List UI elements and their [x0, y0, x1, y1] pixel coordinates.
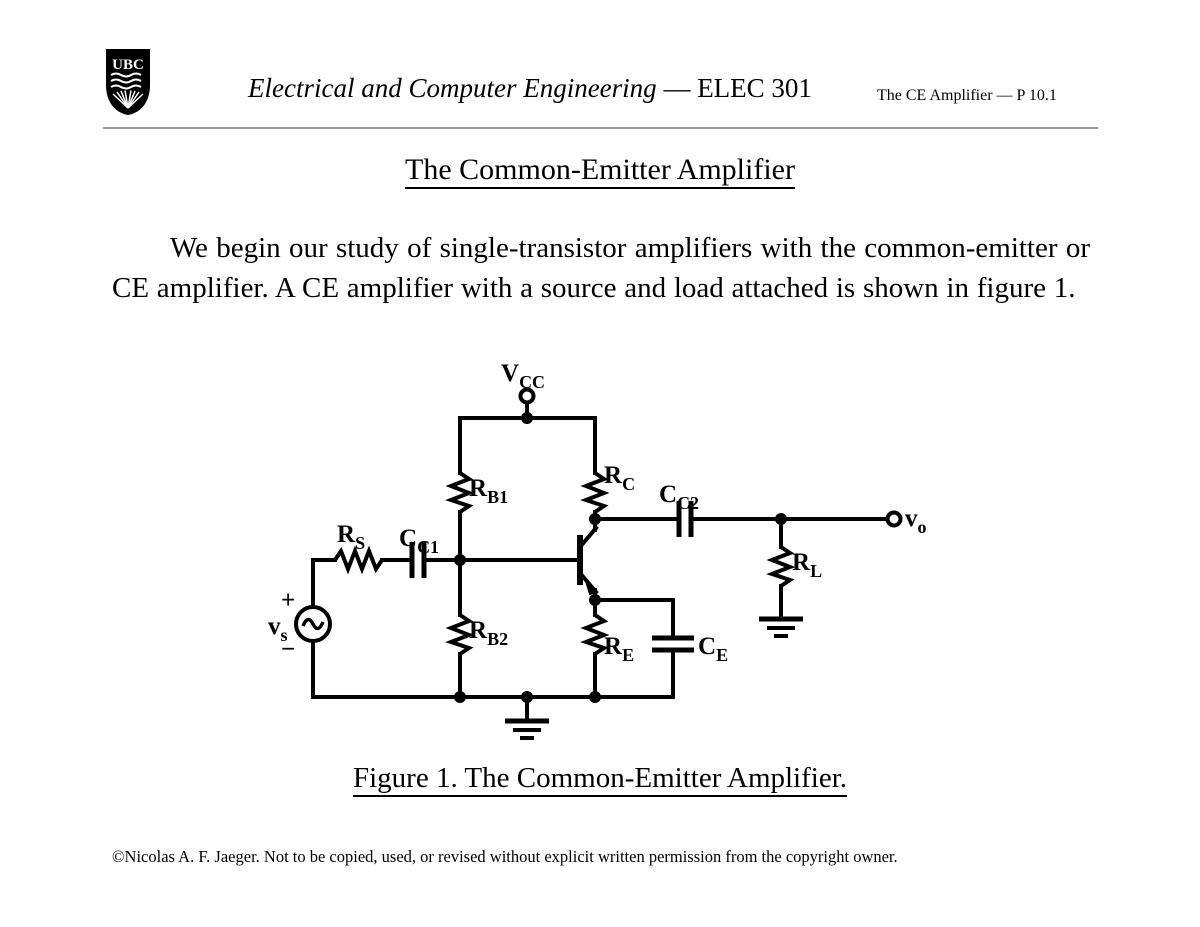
header-course-code: — ELEC 301 [663, 73, 812, 103]
node-emitter [589, 594, 601, 606]
resistor-rs-symbol [333, 545, 384, 575]
node-base [454, 554, 466, 566]
label-cc2: CC2 [659, 481, 699, 513]
node-collector [589, 513, 601, 525]
common-emitter-amplifier-schematic: VCC RB1 RB2 RC RE RL RS CC1 CC2 CE vs + … [268, 360, 927, 740]
resistor-rb1-symbol [445, 471, 475, 514]
label-vs: vs [268, 613, 288, 645]
label-rb1: RB1 [469, 475, 508, 507]
transistor-emitter-arrow [585, 580, 598, 596]
node-bottom-re [589, 691, 601, 703]
label-vcc: VCC [501, 360, 545, 392]
body-paragraph: We begin our study of single-transistor … [112, 232, 1090, 304]
page-title: The Common-Emitter Amplifier [0, 153, 1200, 189]
circuit-nodes [454, 412, 787, 703]
resistor-rl-symbol [766, 545, 796, 588]
figure-caption-text: Figure 1. The Common-Emitter Amplifier. [352, 762, 848, 797]
ac-voltage-source-symbol [294, 605, 332, 643]
label-rl: RL [792, 549, 822, 581]
label-re: RE [604, 633, 634, 665]
label-vo: vo [905, 505, 927, 537]
node-load [775, 513, 787, 525]
footer-copyright: ©Nicolas A. F. Jaeger. Not to be copied,… [112, 847, 898, 866]
terminal-vcc [518, 387, 536, 405]
header-topic: The CE Amplifier — P 10.1 [877, 87, 1057, 104]
label-source-plus: + [281, 587, 295, 614]
node-bottom-left [454, 691, 466, 703]
terminal-vout [885, 510, 903, 528]
slide-header: UBC Electrical and Computer Engineering … [0, 0, 1200, 132]
label-rs: RS [337, 521, 365, 553]
label-rb2: RB2 [469, 617, 508, 649]
svg-text:UBC: UBC [112, 57, 144, 73]
ground-symbol-main [505, 718, 549, 740]
label-rc: RC [604, 462, 635, 494]
circuit-figure: VCC RB1 RB2 RC RE RL RS CC1 CC2 CE vs + … [0, 350, 1200, 760]
page-title-text: The Common-Emitter Amplifier [405, 153, 795, 189]
ground-symbol-load [759, 616, 803, 638]
header-divider [103, 127, 1098, 129]
label-cc1: CC1 [399, 525, 439, 557]
ubc-logo-icon: UBC [106, 49, 150, 115]
resistor-rb2-symbol [445, 613, 475, 656]
label-ce: CE [698, 633, 728, 665]
figure-caption: Figure 1. The Common-Emitter Amplifier. [0, 762, 1200, 797]
resistor-rc-symbol [580, 471, 610, 514]
node-vcc-rail [521, 412, 533, 424]
node-ground [521, 691, 533, 703]
header-course-title: Electrical and Computer Engineering — EL… [248, 73, 812, 104]
header-department: Electrical and Computer Engineering [248, 73, 657, 103]
label-source-minus: − [281, 636, 295, 663]
resistor-re-symbol [580, 613, 610, 656]
